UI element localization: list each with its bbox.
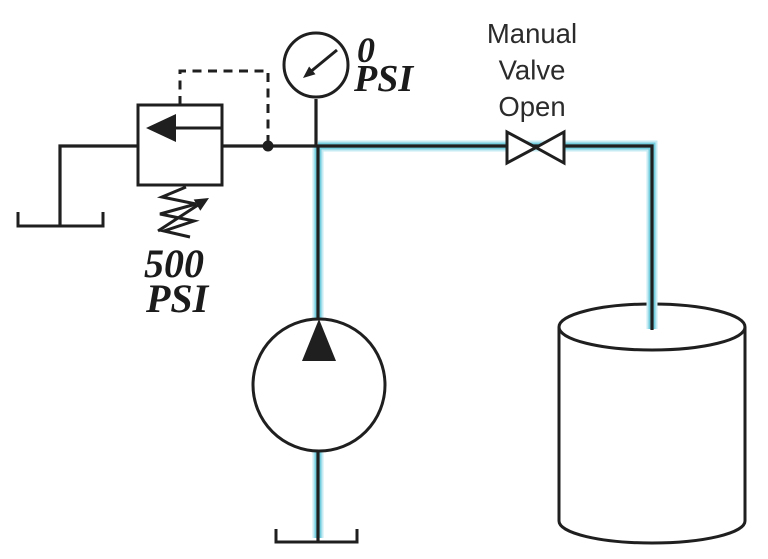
labels: 0 PSI 500 PSI Manual Valve Open — [144, 18, 577, 321]
relief-valve — [136, 103, 224, 239]
relief-valve-adjust-arrow-shaft — [157, 203, 199, 233]
manual-valve-left-triangle — [505, 129, 540, 166]
gauge-value-label: 0 — [357, 30, 375, 70]
manual-valve-label-line3: Open — [498, 91, 565, 122]
reservoir-bottom — [557, 520, 747, 545]
relief-return-line — [58, 144, 138, 226]
main-discharge-line — [318, 144, 654, 330]
pilot-junction-dot — [262, 140, 274, 152]
manual-valve-right-triangle — [532, 129, 566, 166]
manual-valve-label-line2: Valve — [499, 55, 566, 86]
gauge-unit-label: PSI — [353, 58, 414, 100]
tank-symbol-relief-drain — [16, 212, 105, 228]
gauge-needle — [308, 48, 338, 75]
manual-valve-label-line1: Manual — [487, 18, 577, 49]
relief-valve-body — [136, 103, 224, 187]
pressure-gauge — [282, 31, 350, 99]
relief-valve-spring-icon — [156, 185, 200, 239]
flow-discharge-line — [318, 142, 656, 329]
relief-setting-value-label: 500 — [144, 241, 204, 286]
gauge-dial — [282, 31, 350, 99]
pilot-line-dashed — [178, 69, 270, 146]
manual-valve — [505, 129, 566, 166]
relief-valve-arrow-icon — [146, 114, 176, 142]
tank-symbol-pump-suction — [274, 529, 359, 544]
pump-direction-triangle-icon — [302, 319, 336, 361]
gauge-needle-arrowhead — [303, 66, 316, 78]
flow-glow-discharge-line — [318, 140, 658, 329]
relief-setting-unit-label: PSI — [145, 276, 210, 321]
reservoir — [557, 302, 747, 545]
relief-valve-adjust-arrowhead — [193, 198, 209, 211]
pump — [251, 317, 387, 453]
